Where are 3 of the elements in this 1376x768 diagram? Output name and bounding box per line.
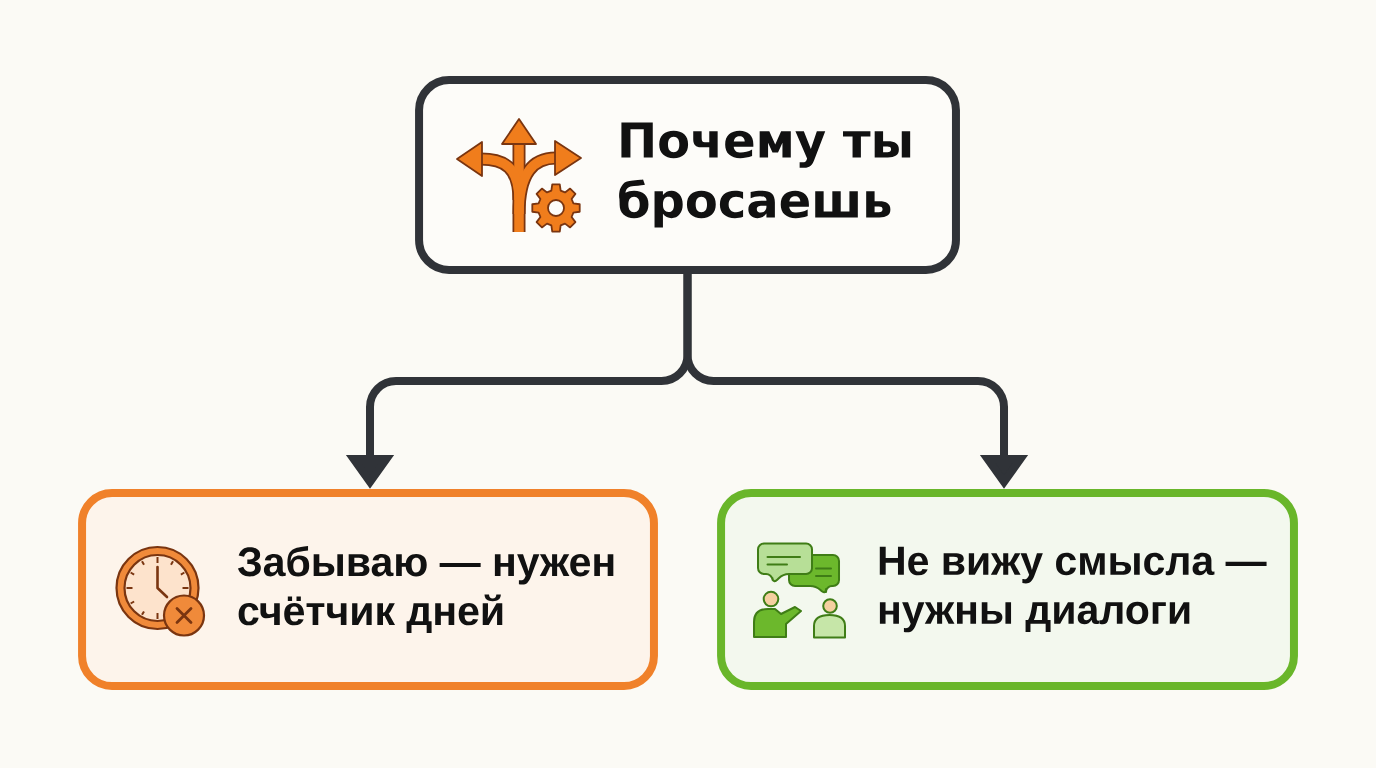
question-box: Почему ты бросаешь [415, 76, 960, 274]
reason-box: Забываю — нужен счётчик дней [78, 489, 658, 690]
reason-box: Не вижу смысла — нужны диалоги [717, 489, 1298, 690]
